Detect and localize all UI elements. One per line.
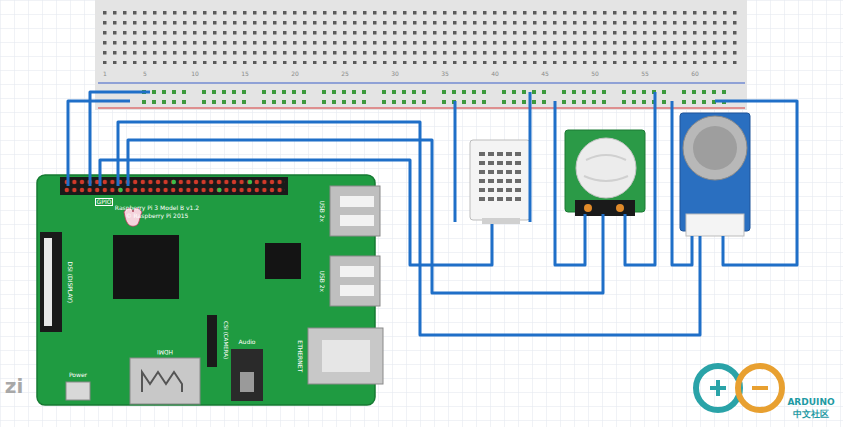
usb-slot [340,215,374,226]
wires [68,92,797,335]
pir-sensor [565,130,645,216]
ethernet-socket [322,340,370,372]
pir-dome [584,155,628,181]
pin-header [575,200,635,216]
gpio-pin [172,180,176,184]
logo-ring [696,366,740,410]
logo-minus [752,386,768,390]
part-label: Audio [238,339,255,346]
sensor-pins [482,218,520,224]
column-number: 45 [541,71,549,78]
gpio-pin [118,188,122,192]
breadboard-body [95,0,747,110]
pin-header [686,214,744,236]
gpio-pin [248,180,252,184]
rail-line [98,82,745,83]
sensor-board [565,130,645,212]
watermark: zi [5,375,24,397]
wire [625,92,655,265]
wire [715,101,797,265]
sensor-board [680,113,750,231]
arduino-logo [696,366,782,410]
usb-port [330,186,380,236]
pi-board [37,175,375,405]
mq-gas-sensor [680,113,750,236]
wire [555,101,585,265]
column-number: 60 [691,71,699,78]
gpio-header [60,177,288,195]
logo-plus [710,380,726,396]
column-number: 15 [241,71,249,78]
column-number: 40 [491,71,499,78]
column-number: 50 [591,71,599,78]
board-title: Raspberry Pi 3 Model B v1.2 [115,205,199,212]
dht22-sensor [470,140,530,224]
wire [454,101,457,222]
pir-dome [576,138,636,198]
gas-sensor-mesh [693,126,737,170]
sensor-vents [478,150,523,204]
gpio-pin [217,188,221,192]
board-title: © Raspberry Pi 2015 [126,213,189,220]
wire [128,140,603,293]
hdmi-symbol [142,372,182,392]
column-number: 10 [191,71,199,78]
hdmi-port [130,358,200,404]
wire [672,101,692,265]
sensor-body [470,140,530,220]
ethernet-port [308,328,383,384]
power-port [66,382,90,400]
part-label: HDMI [157,348,173,355]
wire [118,122,700,335]
column-number: 55 [641,71,649,78]
csi-connector [207,315,217,367]
part-label: DSI (DISPLAY) [67,261,74,302]
column-number: 25 [341,71,349,78]
usb-slot [340,266,374,277]
part-label: Power [69,372,87,379]
usb-slot [340,196,374,207]
usb-port [330,256,380,306]
audio-jack [240,372,254,392]
dsi-connector [44,238,52,326]
potentiometer [584,204,592,212]
column-number: 30 [391,71,399,78]
dsi-connector [40,232,62,332]
column-number: 20 [291,71,299,78]
part-label: ETHERNET [297,340,304,372]
gpio-pins [63,178,285,194]
audio-jack [231,349,263,401]
gas-sensor-can [683,116,747,180]
raspberry-pi [37,175,383,405]
column-number: 5 [143,71,147,78]
logo-ring [738,366,782,410]
part-label: CSI (CAMERA) [223,321,229,359]
part-label: USB 2x [319,200,326,222]
breadboard [95,0,747,110]
part-label: GPIO [95,198,114,207]
part-label: USB 2x [319,270,326,292]
power-rail [140,88,740,106]
column-number: 35 [441,71,449,78]
usb-slot [340,285,374,296]
logo-text: 中文社区 [793,410,829,420]
soc-chip [113,235,179,299]
potentiometer [616,204,624,212]
wire [529,92,532,222]
rail-line [98,107,745,108]
column-number: 1 [103,71,107,78]
ram-chip [265,243,301,279]
breadboard-holes [100,6,740,64]
logo-text: ARDUINO [787,398,834,408]
